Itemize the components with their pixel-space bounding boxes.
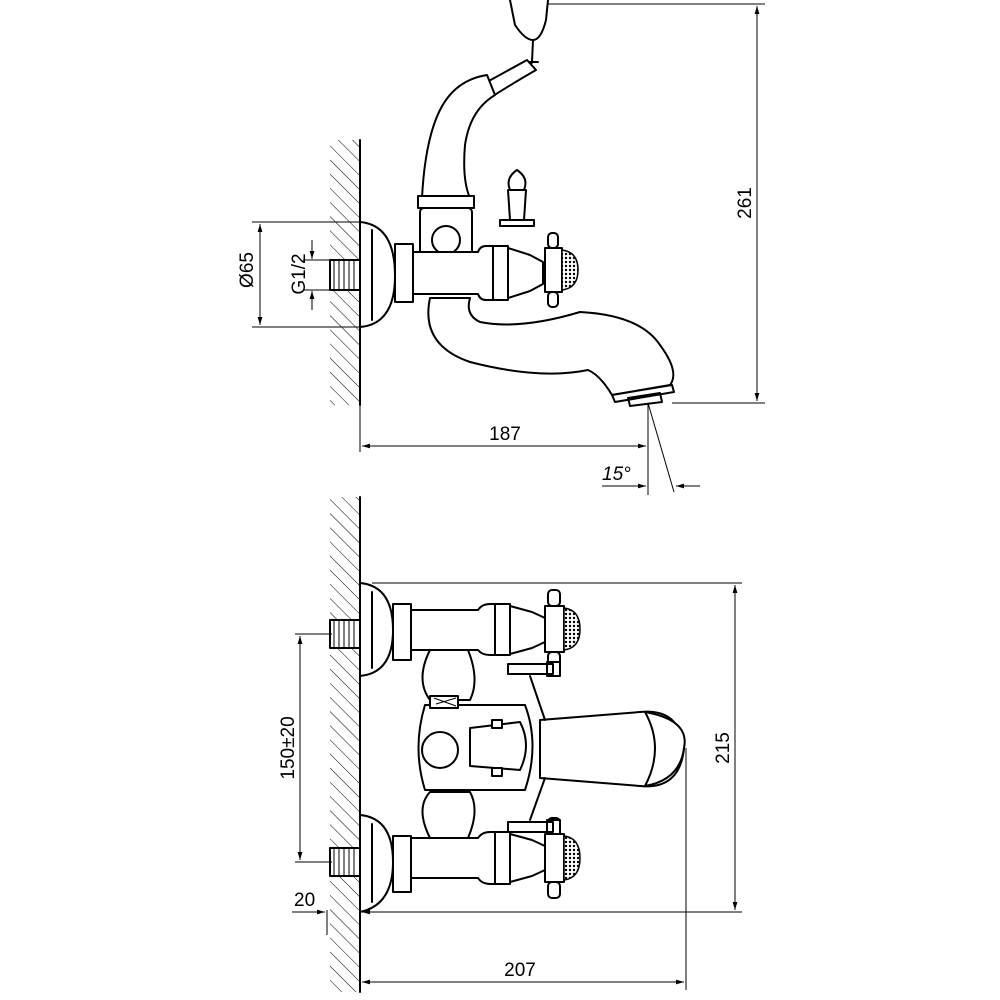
diverter-knob xyxy=(499,169,535,227)
dim-projection-side: 187 xyxy=(489,424,521,445)
front-dimensions: 215 150±20 20 207 xyxy=(278,582,742,990)
wall-flange-bottom xyxy=(359,814,394,913)
handle-bottom-knurl xyxy=(563,835,581,881)
dim-wall-gap: 20 xyxy=(294,890,315,911)
diverter-neck xyxy=(421,74,496,199)
dim-width-front: 207 xyxy=(504,960,536,981)
handle-knurled-cap xyxy=(561,249,579,291)
dim-centers: 150±20 xyxy=(278,716,299,779)
mixer-body-side xyxy=(412,245,494,301)
dim-height-front: 215 xyxy=(713,732,734,764)
dim-flange-diameter: Ø65 xyxy=(237,252,258,288)
thread-bottom xyxy=(329,847,361,877)
handle-arm xyxy=(544,247,563,293)
handle-stem-bottom xyxy=(547,291,559,308)
eccentric-nut-top xyxy=(392,603,412,661)
valve-body-bottom xyxy=(410,831,496,885)
dim-height-side: 261 xyxy=(735,187,756,219)
spout-aerator xyxy=(611,384,675,407)
central-lever xyxy=(469,721,527,771)
diverter-hub xyxy=(431,225,461,255)
indicator-top xyxy=(507,661,561,677)
indicator-bottom xyxy=(507,819,561,835)
side-view xyxy=(329,0,675,407)
cartridge-housing xyxy=(492,245,509,301)
wall-flange-side xyxy=(359,221,396,328)
wall-hatch-bottom xyxy=(330,497,360,992)
thread-lines-side xyxy=(333,260,355,290)
spout-side xyxy=(427,297,675,396)
eccentric-nut-bottom xyxy=(392,835,412,893)
front-view xyxy=(329,496,686,993)
dim-angle-side: 15° xyxy=(602,464,631,485)
eccentric-nut-side xyxy=(394,243,414,303)
handle-bottom-arm xyxy=(544,833,565,883)
wall-flange-top xyxy=(359,582,394,677)
hose-holder xyxy=(509,0,549,76)
dim-thread: G1/2 xyxy=(289,253,310,294)
side-dimensions: 261 187 15° Ø65 G1/2 xyxy=(237,3,765,495)
valve-body-top xyxy=(410,603,496,656)
thread-side xyxy=(329,259,361,291)
handle-top-knurl xyxy=(563,607,581,651)
valve-cone xyxy=(507,247,544,299)
handle-stem-top xyxy=(547,232,559,249)
hose-link xyxy=(486,59,537,97)
diverter-collar xyxy=(417,195,475,209)
handle-top-arm xyxy=(544,605,565,653)
